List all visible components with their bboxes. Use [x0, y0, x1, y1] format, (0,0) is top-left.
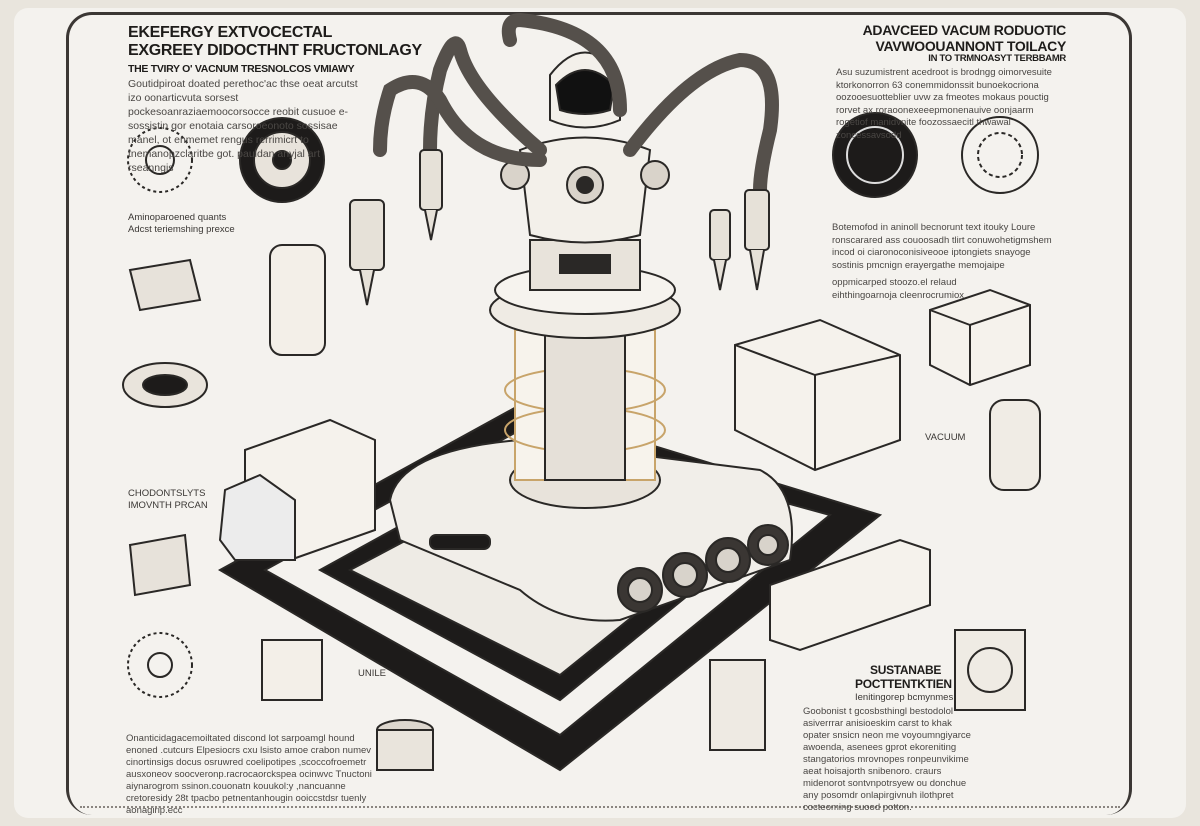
sustainable-subtitle: Ienitingorep bcmynmes	[855, 691, 954, 703]
right-title-line-1: ADAVCEED VACUM RODUOTIC	[862, 22, 1067, 38]
label-chodont-sub: IMOVNTH PRCAN	[128, 500, 208, 511]
label-vacuum: VACUUM	[925, 432, 966, 443]
label-quants: Aminoparoened quants	[128, 212, 227, 223]
bottom-left-text: Onanticidagacemoiltated discond lot sarp…	[126, 733, 372, 816]
label-chodont: CHODONTSLYTS	[128, 488, 206, 499]
left-intro-text: Goutidpiroat doated perethoc'ac thse oea…	[128, 77, 358, 174]
left-header: EKEFERGY EXTVOCECTAL EXGREEY DIDOCTHNT F…	[128, 24, 422, 175]
sustainable-title-1: SUSTANABE	[870, 663, 942, 677]
right-subtitle: IN TO TRMNOASYT TERBBAMR	[928, 53, 1066, 65]
label-quants-group: Aminoparoened quants Adcst teriemshing p…	[128, 212, 235, 236]
poster-frame	[66, 12, 1132, 815]
right-mid-group: Botemofod in aninoll becnorunt text itou…	[832, 222, 1062, 302]
left-title-line-1: EKEFERGY EXTVOCECTAL	[128, 24, 333, 41]
left-title-line-2: EXGREEY DIDOCTHNT FRUCTONLAGY	[128, 42, 422, 60]
right-mid-text: Botemofod in aninoll becnorunt text itou…	[832, 222, 1052, 271]
right-mid-text-2: oppmicarped stoozo.el relaud eihthingoar…	[832, 277, 965, 301]
vacuum-hoses	[373, 12, 779, 197]
right-title-line-2: VAVWOOUANNONT TOILACY	[875, 38, 1067, 55]
robot-torso	[500, 51, 670, 244]
label-unile: UNILE	[358, 668, 386, 679]
left-subtitle: THE TVIRY O' VACNUM TRESNOLCOS VMIAWY	[128, 62, 355, 75]
side-icons	[122, 112, 1041, 771]
robot-base	[388, 438, 793, 622]
sustainable-text: Goobonist t gcosbsthingl bestodolol asiv…	[803, 705, 971, 813]
right-intro-text: Asu suzumistrent acedroot is brodngg oim…	[836, 67, 1052, 141]
label-chodont-group: CHODONTSLYTS IMOVNTH PRCAN	[128, 488, 208, 512]
sustainable-group: SUSTANABE POCTTENTKTIEN Ienitingorep bcm…	[803, 663, 983, 814]
label-quants-sub: Adcst teriemshing prexce	[128, 224, 235, 235]
bottom-divider	[80, 806, 1120, 808]
cargo-boxes	[218, 288, 1031, 652]
nozzles	[349, 149, 770, 306]
right-header: ADAVCEED VACUM RODUOTIC VAVWOOUANNONT TO…	[836, 22, 1066, 142]
sustainable-title-2: POCTTENTKTIEN	[855, 676, 952, 691]
robot-column	[489, 239, 681, 509]
